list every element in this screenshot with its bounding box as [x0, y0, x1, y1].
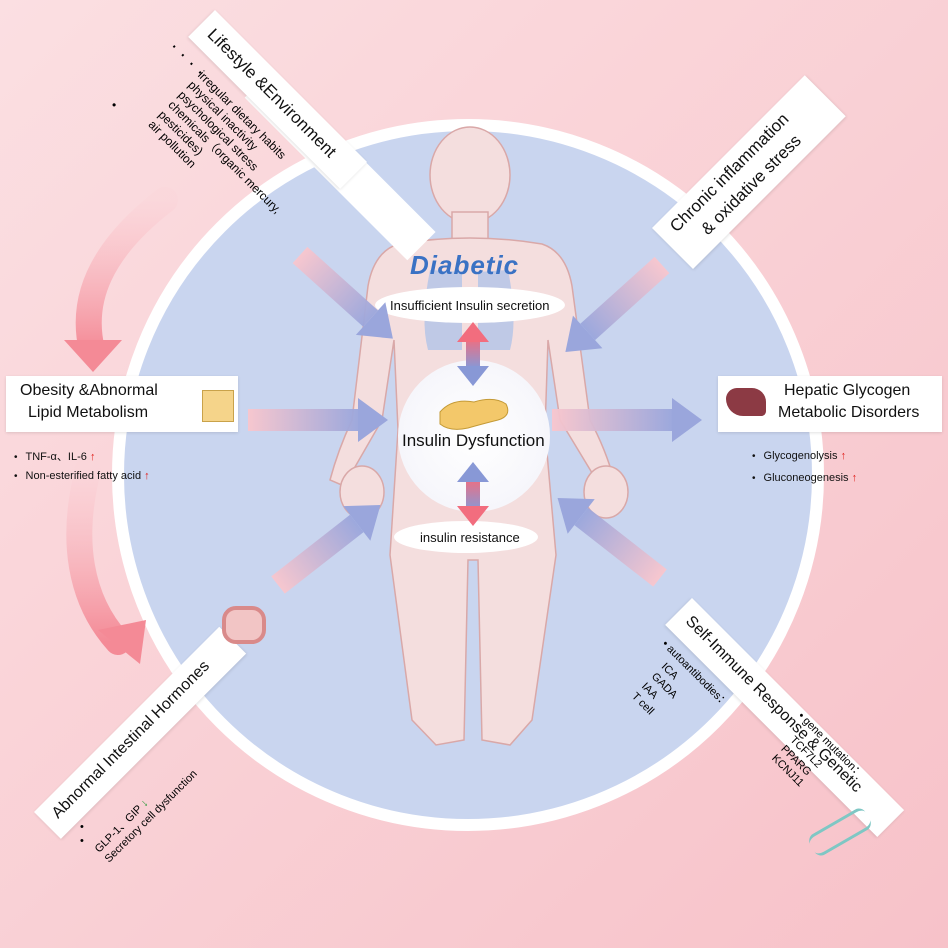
arrow-from-chronic — [565, 256, 670, 352]
fat-cell-icon — [202, 390, 234, 422]
curve-arrowhead-1 — [64, 340, 122, 372]
hepatic-bullet-1: •Glycogenolysis ↑ — [752, 450, 847, 462]
arrow-from-immune — [557, 497, 667, 587]
hepatic-bullet-2: •Gluconeogenesis ↑ — [752, 472, 858, 484]
intestine-icon — [222, 606, 266, 644]
arrow-from-obesity — [248, 398, 388, 442]
curve-arrow-obesity-to-intestinal — [66, 457, 131, 655]
hepatic-title-line1: Hepatic Glycogen — [784, 382, 911, 399]
arrow-to-hepatic — [552, 398, 702, 442]
curve-arrow-lifestyle-to-obesity — [75, 187, 178, 363]
obesity-title-line1: Obesity &Abnormal — [20, 382, 158, 399]
diabetic-title: Diabetic — [410, 250, 520, 280]
insulin-resistance-label: insulin resistance — [420, 530, 520, 545]
obesity-title-line2: Lipid Metabolism — [28, 404, 149, 421]
obesity-bullet-2: •Non-esterified fatty acid ↑ — [14, 470, 150, 482]
lifestyle-bullet-dot: • — [112, 98, 117, 112]
hepatic-box: Hepatic Glycogen Metabolic Disorders — [718, 376, 942, 432]
obesity-bullet-1: •TNF-α、IL-6 ↑ — [14, 451, 96, 463]
double-arrow-bottom — [457, 462, 489, 526]
intestinal-bullet-dots: •• — [80, 821, 84, 847]
insulin-dysfunction-label: Insulin Dysfunction — [402, 431, 545, 450]
hepatic-title-line2: Metabolic Disorders — [778, 404, 920, 421]
core-circle — [398, 360, 550, 512]
obesity-box: Obesity &Abnormal Lipid Metabolism — [6, 376, 238, 432]
curve-arrowhead-2 — [98, 620, 146, 664]
bottom-ellipse-shape — [394, 521, 538, 553]
arrow-from-intestinal — [271, 504, 381, 594]
double-arrow-top — [457, 322, 489, 386]
pancreas-icon — [439, 398, 509, 430]
arrow-from-lifestyle — [292, 246, 393, 339]
liver-icon — [726, 388, 766, 416]
top-ellipse-shape — [375, 287, 565, 323]
insufficient-insulin-label: Insufficient Insulin secretion — [390, 298, 550, 313]
